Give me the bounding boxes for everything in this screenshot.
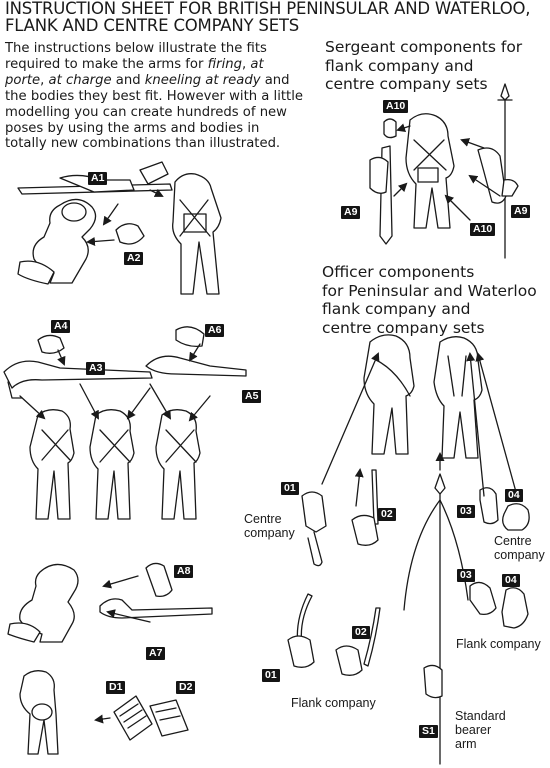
tag-a3: A3 — [86, 362, 106, 375]
officer-heading: Officer components for Peninsular and Wa… — [322, 263, 548, 337]
officer-sword-02-centre — [351, 469, 379, 546]
cartridge-box-d2 — [149, 699, 189, 737]
body-d1 — [19, 670, 59, 755]
intro-at-porte: at porte — [5, 56, 264, 88]
officer-arm-03-centre — [479, 487, 499, 525]
tag-a10: A10 — [470, 223, 496, 236]
officer-heading-line: centre company sets — [322, 318, 485, 337]
officer-heading-line: for Peninsular and Waterloo — [322, 281, 537, 300]
tag-s1: S1 — [419, 725, 438, 738]
intro-text: The instructions below illustrate the fi… — [5, 41, 267, 72]
tag-03: 03 — [457, 505, 475, 518]
caption-line: Centre — [244, 512, 282, 526]
tag-a6: A6 — [205, 324, 225, 337]
tag-01: 01 — [281, 482, 299, 495]
sergeant-heading-line: flank company and — [325, 56, 474, 75]
musket-a3 — [3, 360, 153, 399]
tag-a5: A5 — [242, 390, 262, 403]
caption-flank-company: Flank company — [456, 637, 541, 651]
caption-line: Centre — [494, 534, 532, 548]
tag-a7: A7 — [146, 647, 166, 660]
tag-a9: A9 — [341, 206, 361, 219]
caption-line: company — [244, 526, 295, 540]
kneeling-body-a7 — [7, 563, 79, 643]
intro-sep: , — [241, 56, 251, 72]
title-line-2: FLANK AND CENTRE COMPANY SETS — [5, 16, 300, 35]
infantry-body-right — [155, 409, 201, 520]
infantry-body-middle — [89, 409, 135, 520]
separate-arm-a2 — [115, 223, 145, 245]
tag-04: 04 — [505, 489, 523, 502]
musket-a5 — [145, 355, 247, 377]
tag-d1: D1 — [106, 681, 126, 694]
cartridge-box-d1 — [113, 695, 153, 741]
tag-a10: A10 — [383, 100, 409, 113]
sergeant-body — [405, 113, 455, 229]
sergeant-arm-a10 — [383, 118, 397, 139]
sergeant-heading-line: Sergeant components for — [325, 38, 523, 56]
infantry-body-left — [29, 409, 75, 520]
sheet-title: INSTRUCTION SHEET FOR BRITISH PENINSULAR… — [5, 0, 550, 34]
raised-arm-a6 — [175, 326, 205, 348]
intro-text-2: and the bodies they best fit. However wi… — [5, 72, 304, 152]
standing-body-a1 — [172, 173, 222, 295]
officer-sword-02-flank — [335, 607, 381, 676]
caption-line: company — [494, 548, 545, 562]
officer-arm-03-flank — [469, 581, 497, 616]
sergeant-heading-line: centre company sets — [325, 75, 488, 93]
musket-a7 — [99, 598, 213, 619]
caption-line: bearer — [455, 723, 492, 737]
intro-kneeling: kneeling at ready — [144, 72, 261, 88]
raised-arm-a4 — [37, 334, 65, 354]
title-line-1: INSTRUCTION SHEET FOR BRITISH PENINSULAR… — [5, 0, 531, 18]
caption-line: Standard — [455, 709, 506, 723]
officer-arm-04-centre — [502, 503, 530, 531]
tag-01: 01 — [262, 669, 280, 682]
sergeant-heading: Sergeant components for flank company an… — [325, 38, 547, 94]
intro-sep: , — [40, 72, 49, 88]
officer-arm-04-flank — [501, 587, 529, 629]
tag-a4: A4 — [51, 320, 71, 333]
sergeant-musket-arm-a9 — [369, 145, 393, 245]
caption-flank-company: Flank company — [291, 696, 376, 710]
tag-a9: A9 — [511, 205, 531, 218]
officer-body-left — [363, 334, 415, 455]
caption-centre-company: Centre company — [244, 512, 295, 540]
tag-d2: D2 — [176, 681, 196, 694]
tag-02: 02 — [378, 508, 396, 521]
sergeant-pike — [497, 83, 513, 259]
sergeant-raised-arm — [477, 147, 519, 204]
caption-line: arm — [455, 737, 477, 751]
caption-centre-company: Centre company — [494, 534, 545, 562]
standard-pike-s1 — [403, 473, 469, 765]
intro-firing: firing — [207, 56, 242, 72]
tag-a8: A8 — [174, 565, 194, 578]
separate-arm-a8 — [145, 562, 173, 598]
intro-paragraph: The instructions below illustrate the fi… — [5, 41, 305, 152]
tag-04: 04 — [502, 574, 520, 587]
officer-arm-01-centre — [301, 491, 327, 567]
officer-heading-line: flank company and — [322, 300, 471, 318]
intro-at-charge: at charge — [48, 72, 112, 88]
caption-standard-bearer-arm: Standard bearer arm — [455, 709, 506, 751]
tag-03: 03 — [457, 569, 475, 582]
tag-a1: A1 — [88, 172, 108, 185]
kneeling-body-figure — [17, 198, 97, 285]
tag-02: 02 — [352, 626, 370, 639]
tag-a2: A2 — [124, 252, 144, 265]
intro-sep: and — [111, 72, 145, 88]
officer-sabre-01-flank — [287, 593, 315, 668]
officer-body-right — [433, 336, 483, 459]
officer-heading-line: Officer components — [322, 263, 475, 281]
